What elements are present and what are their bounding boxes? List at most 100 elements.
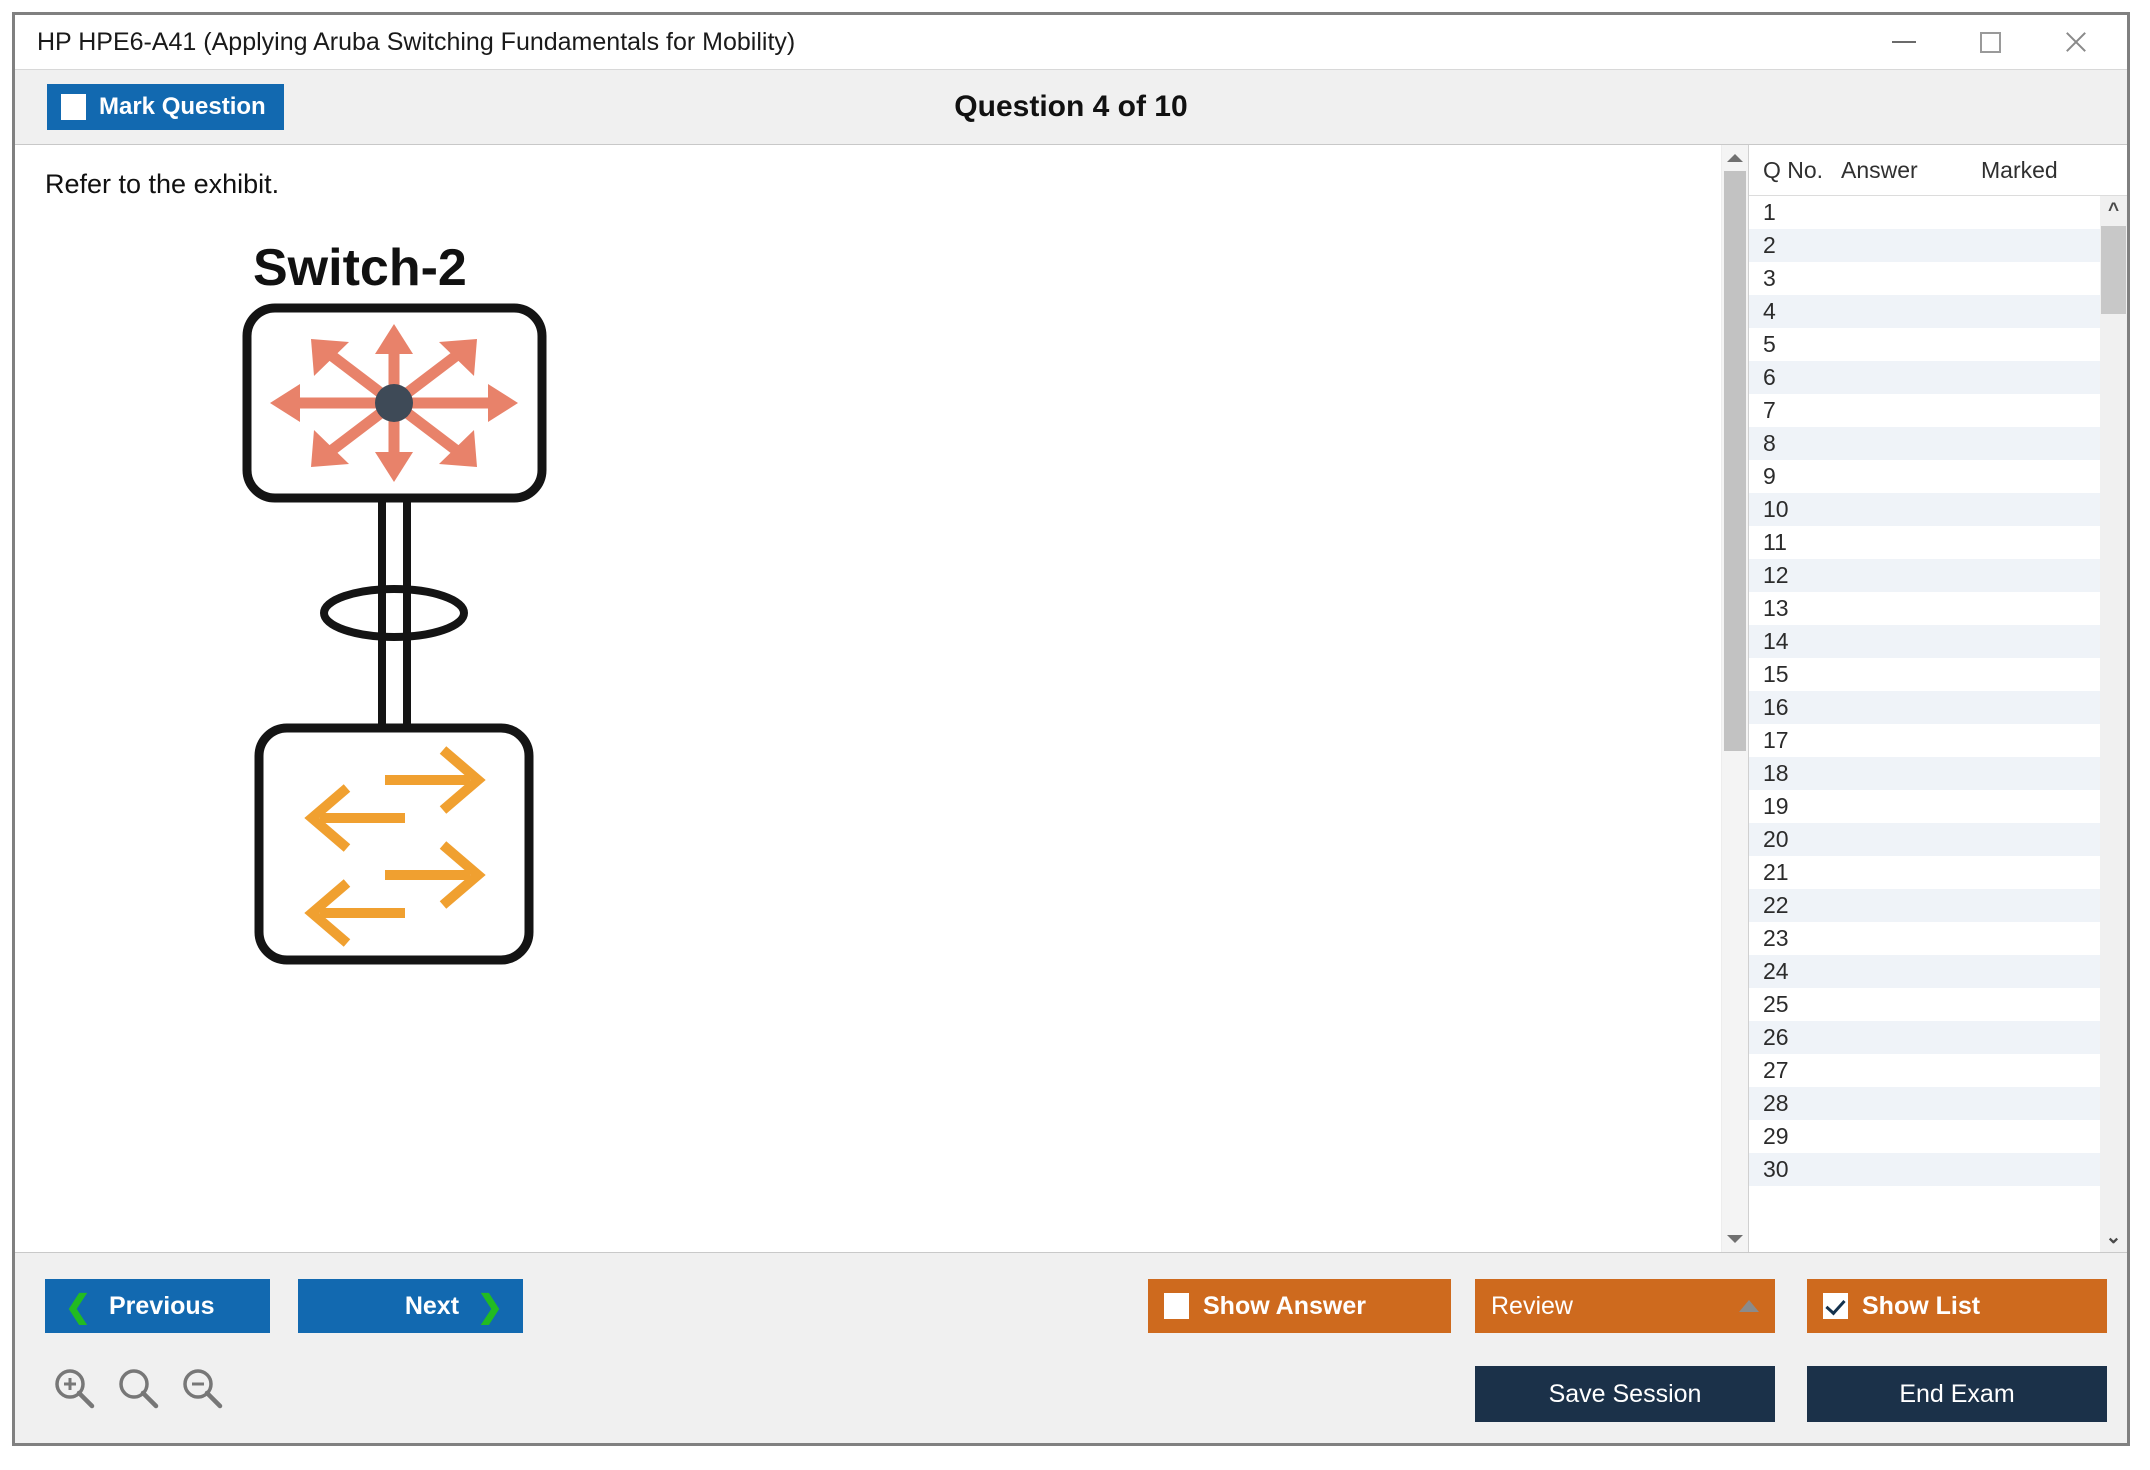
question-list-row[interactable]: 25 xyxy=(1749,988,2100,1021)
question-list-row[interactable]: 16 xyxy=(1749,691,2100,724)
question-list-row[interactable]: 22 xyxy=(1749,889,2100,922)
cell-qno: 8 xyxy=(1763,430,1776,456)
question-content-area: Refer to the exhibit. Switch-2 xyxy=(15,145,1721,1252)
content-scrollbar[interactable] xyxy=(1721,145,1748,1252)
question-list-row[interactable]: 12 xyxy=(1749,559,2100,592)
question-list-row[interactable]: 20 xyxy=(1749,823,2100,856)
question-list-row[interactable]: 15 xyxy=(1749,658,2100,691)
question-list-row[interactable]: 27 xyxy=(1749,1054,2100,1087)
content-scroll-up-button[interactable] xyxy=(1722,145,1748,171)
question-list-row[interactable]: 10 xyxy=(1749,493,2100,526)
refer-to-exhibit-text: Refer to the exhibit. xyxy=(45,169,280,199)
question-list-row[interactable]: 17 xyxy=(1749,724,2100,757)
layer2-switch-icon xyxy=(254,723,534,965)
minimize-button[interactable] xyxy=(1861,15,1947,69)
content-scroll-thumb[interactable] xyxy=(1724,171,1746,752)
cell-qno: 3 xyxy=(1763,265,1776,291)
question-list-row[interactable]: 11 xyxy=(1749,526,2100,559)
cell-qno: 12 xyxy=(1763,562,1789,588)
chevron-right-icon: ❯ xyxy=(477,1288,503,1324)
question-list-row[interactable]: 8 xyxy=(1749,427,2100,460)
question-list-row[interactable]: 18 xyxy=(1749,757,2100,790)
question-list-row[interactable]: 1 xyxy=(1749,196,2100,229)
question-list-row[interactable]: 30 xyxy=(1749,1153,2100,1186)
body-split: Refer to the exhibit. Switch-2 xyxy=(15,144,2127,1252)
content-scroll-track[interactable] xyxy=(1722,171,1748,1226)
show-list-checkbox[interactable] xyxy=(1823,1293,1848,1319)
column-header-marked: Marked xyxy=(1981,156,2058,183)
cell-qno: 9 xyxy=(1763,463,1776,489)
cell-qno: 4 xyxy=(1763,298,1776,324)
question-list-row[interactable]: 19 xyxy=(1749,790,2100,823)
cell-qno: 15 xyxy=(1763,661,1789,687)
mark-question-checkbox[interactable] xyxy=(61,94,86,120)
previous-button[interactable]: ❮ Previous xyxy=(45,1279,270,1333)
zoom-in-icon[interactable] xyxy=(51,1365,97,1411)
question-header-bar: Mark Question Question 4 of 10 xyxy=(15,69,2127,144)
cell-qno: 27 xyxy=(1763,1057,1789,1083)
cell-qno: 2 xyxy=(1763,232,1776,258)
question-list-row[interactable]: 3 xyxy=(1749,262,2100,295)
cell-qno: 16 xyxy=(1763,694,1789,720)
question-list-row[interactable]: 4 xyxy=(1749,295,2100,328)
question-list-row[interactable]: 24 xyxy=(1749,955,2100,988)
show-list-label: Show List xyxy=(1862,1291,1981,1320)
cell-qno: 26 xyxy=(1763,1024,1789,1050)
list-scroll-up-button[interactable]: ^ xyxy=(2100,196,2127,226)
show-answer-label: Show Answer xyxy=(1203,1291,1366,1320)
cell-qno: 20 xyxy=(1763,826,1789,852)
list-scroll-down-button[interactable]: ⌄ xyxy=(2100,1222,2127,1252)
cell-qno: 5 xyxy=(1763,331,1776,357)
window-title: HP HPE6-A41 (Applying Aruba Switching Fu… xyxy=(37,27,796,56)
review-dropdown-button[interactable]: Review xyxy=(1475,1279,1775,1333)
question-list-row[interactable]: 14 xyxy=(1749,625,2100,658)
end-exam-label: End Exam xyxy=(1899,1379,2015,1408)
question-list-row[interactable]: 5 xyxy=(1749,328,2100,361)
zoom-out-icon[interactable] xyxy=(179,1365,225,1411)
cell-qno: 7 xyxy=(1763,397,1776,423)
zoom-reset-icon[interactable] xyxy=(115,1365,161,1411)
exhibit-diagram: Switch-2 xyxy=(242,239,547,965)
end-exam-button[interactable]: End Exam xyxy=(1807,1366,2107,1422)
show-list-button[interactable]: Show List xyxy=(1807,1279,2107,1333)
question-list-header: Q No. Answer Marked xyxy=(1749,145,2127,196)
question-list-row[interactable]: 21 xyxy=(1749,856,2100,889)
cell-qno: 14 xyxy=(1763,628,1789,654)
question-list-row[interactable]: 7 xyxy=(1749,394,2100,427)
next-button[interactable]: Next ❯ xyxy=(298,1279,523,1333)
question-list-scrollbar[interactable]: ^ ⌄ xyxy=(2100,196,2127,1252)
content-scroll-down-button[interactable] xyxy=(1722,1226,1748,1252)
zoom-tools xyxy=(51,1365,225,1411)
cell-qno: 23 xyxy=(1763,925,1789,951)
chevron-down-icon: ⌄ xyxy=(2105,1226,2122,1248)
cell-qno: 21 xyxy=(1763,859,1789,885)
triangle-up-icon xyxy=(1739,1300,1759,1312)
chevron-left-icon: ❮ xyxy=(65,1288,91,1324)
list-scroll-thumb[interactable] xyxy=(2101,226,2126,314)
maximize-button[interactable] xyxy=(1947,15,2033,69)
cell-qno: 19 xyxy=(1763,793,1789,819)
question-list-row[interactable]: 26 xyxy=(1749,1021,2100,1054)
question-list-row[interactable]: 28 xyxy=(1749,1087,2100,1120)
question-list-row[interactable]: 2 xyxy=(1749,229,2100,262)
chevron-up-icon: ^ xyxy=(2107,200,2120,221)
show-answer-button[interactable]: Show Answer xyxy=(1148,1279,1451,1333)
question-list-row[interactable]: 29 xyxy=(1749,1120,2100,1153)
close-button[interactable] xyxy=(2033,15,2119,69)
cell-qno: 25 xyxy=(1763,991,1789,1017)
question-list-row[interactable]: 23 xyxy=(1749,922,2100,955)
question-list-row[interactable]: 13 xyxy=(1749,592,2100,625)
cell-qno: 30 xyxy=(1763,1156,1789,1182)
mark-question-button[interactable]: Mark Question xyxy=(47,84,284,130)
show-answer-checkbox[interactable] xyxy=(1164,1293,1189,1319)
cell-qno: 6 xyxy=(1763,364,1776,390)
question-list-row[interactable]: 9 xyxy=(1749,460,2100,493)
save-session-label: Save Session xyxy=(1548,1379,1702,1408)
list-scroll-track[interactable] xyxy=(2100,226,2127,1222)
save-session-button[interactable]: Save Session xyxy=(1475,1366,1775,1422)
trunk-link xyxy=(320,490,468,730)
question-list-row[interactable]: 6 xyxy=(1749,361,2100,394)
